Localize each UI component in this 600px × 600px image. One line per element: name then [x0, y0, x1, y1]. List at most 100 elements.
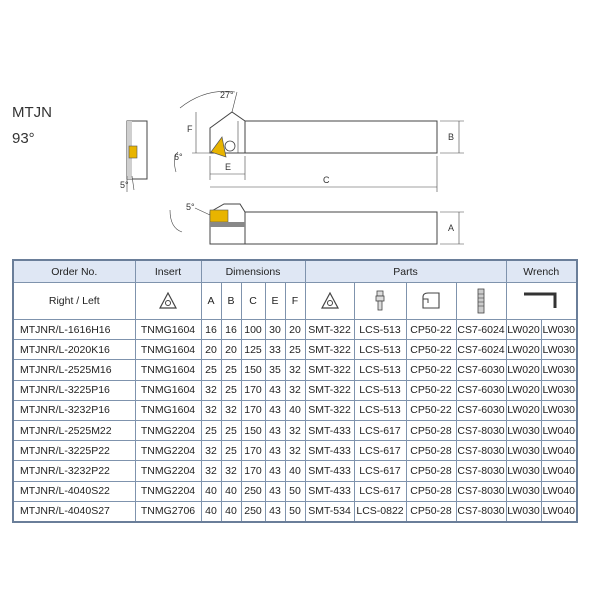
insert-icon-cell [134, 282, 202, 320]
cell-part-clamp-screw: CS7-6030 [455, 379, 507, 401]
cell-part-clamp: CP50-28 [405, 440, 457, 462]
parts-insert-icon-cell [304, 282, 355, 320]
cell-part-clamp-screw: CS7-6030 [455, 359, 507, 381]
cell-part-clamp: CP50-22 [405, 318, 457, 341]
cell-dim-a: 25 [200, 419, 222, 442]
cell-part-insert: SMT-433 [304, 440, 355, 462]
cell-insert: TNMG1604 [134, 339, 202, 361]
cell-wrench-2: LW030 [540, 339, 578, 361]
cell-part-screw: LCS-0822 [353, 500, 407, 523]
header-dim-e: E [264, 282, 286, 320]
angle-left-label: 5° [120, 180, 129, 190]
hex-key-icon [524, 292, 557, 308]
cell-part-insert: SMT-433 [304, 480, 355, 502]
cell-wrench-2: LW040 [540, 500, 578, 523]
cell-part-screw: LCS-617 [353, 480, 407, 502]
cell-dim-c: 250 [240, 500, 266, 523]
cell-dim-c: 170 [240, 379, 266, 401]
cell-dim-c: 100 [240, 318, 266, 341]
header-right-left: Right / Left [12, 282, 136, 320]
triangle-insert-icon [320, 291, 339, 309]
cell-part-clamp-screw: CS7-6024 [455, 318, 507, 341]
header-dim-f: F [284, 282, 306, 320]
cell-dim-b: 40 [220, 480, 242, 502]
dim-b-label: B [448, 132, 454, 142]
cell-dim-c: 170 [240, 460, 266, 482]
spec-table: Order No. Insert Dimensions Parts Wrench… [12, 259, 579, 523]
cell-dim-a: 32 [200, 379, 222, 401]
cell-wrench-1: LW030 [505, 480, 542, 502]
cell-wrench-2: LW040 [540, 440, 578, 462]
cell-dim-a: 20 [200, 339, 222, 361]
cell-dim-c: 250 [240, 480, 266, 502]
cell-part-screw: LCS-617 [353, 460, 407, 482]
cell-insert: TNMG2204 [134, 419, 202, 442]
cell-dim-f: 32 [284, 379, 306, 401]
cell-wrench-1: LW030 [505, 460, 542, 482]
cell-dim-f: 20 [284, 318, 306, 341]
cell-part-clamp-screw: CS7-8030 [455, 480, 507, 502]
cell-dim-f: 40 [284, 399, 306, 421]
cell-dim-e: 43 [264, 480, 286, 502]
cell-part-screw: LCS-513 [353, 399, 407, 421]
cell-part-clamp: CP50-28 [405, 419, 457, 442]
triangle-insert-icon [159, 291, 177, 309]
cell-wrench-1: LW020 [505, 339, 542, 361]
cell-dim-f: 40 [284, 460, 306, 482]
cell-part-clamp-screw: CS7-8030 [455, 500, 507, 523]
cell-wrench-1: LW020 [505, 399, 542, 421]
parts-clamp-screw-icon-cell [455, 282, 507, 320]
cell-dim-c: 125 [240, 339, 266, 361]
cell-order-no: MTJNR/L-2525M22 [12, 419, 136, 442]
cell-wrench-2: LW030 [540, 379, 578, 401]
cell-part-screw: LCS-513 [353, 339, 407, 361]
cell-wrench-1: LW020 [505, 318, 542, 341]
cell-part-clamp: CP50-22 [405, 339, 457, 361]
cell-wrench-1: LW030 [505, 440, 542, 462]
front-view: 5° A [169, 202, 464, 245]
angle-top-label: 27° [220, 90, 234, 100]
cell-dim-b: 25 [220, 419, 242, 442]
cell-insert: TNMG2204 [134, 460, 202, 482]
cell-dim-b: 16 [220, 318, 242, 341]
cell-dim-a: 25 [200, 359, 222, 381]
cell-dim-e: 33 [264, 339, 286, 361]
cell-insert: TNMG2204 [134, 440, 202, 462]
insert-icon [210, 136, 227, 158]
cell-part-clamp: CP50-28 [405, 460, 457, 482]
cell-dim-a: 32 [200, 440, 222, 462]
header-dim-c: C [240, 282, 266, 320]
cell-dim-e: 43 [264, 379, 286, 401]
header-insert: Insert [134, 259, 202, 283]
cell-dim-f: 50 [284, 500, 306, 523]
cell-dim-f: 32 [284, 440, 306, 462]
cell-order-no: MTJNR/L-4040S22 [12, 480, 136, 502]
cell-dim-e: 43 [264, 399, 286, 421]
cell-dim-e: 43 [264, 500, 286, 523]
cell-order-no: MTJNR/L-3225P16 [12, 379, 136, 401]
cell-wrench-2: LW040 [540, 460, 578, 482]
cell-part-screw: LCS-617 [353, 440, 407, 462]
cell-part-clamp: CP50-22 [405, 379, 457, 401]
header-dim-b: B [220, 282, 242, 320]
cell-part-insert: SMT-433 [304, 419, 355, 442]
cell-order-no: MTJNR/L-3232P16 [12, 399, 136, 421]
cell-part-clamp-screw: CS7-6024 [455, 339, 507, 361]
cell-order-no: MTJNR/L-3232P22 [12, 460, 136, 482]
product-angle: 93° [12, 130, 35, 147]
header-dim-a: A [200, 282, 222, 320]
cell-part-clamp: CP50-28 [405, 500, 457, 523]
cell-part-clamp-screw: CS7-8030 [455, 440, 507, 462]
cell-dim-c: 170 [240, 399, 266, 421]
cell-dim-f: 50 [284, 480, 306, 502]
top-view: 27° 6° F E C B [174, 90, 464, 192]
parts-screw-icon-cell [353, 282, 407, 320]
